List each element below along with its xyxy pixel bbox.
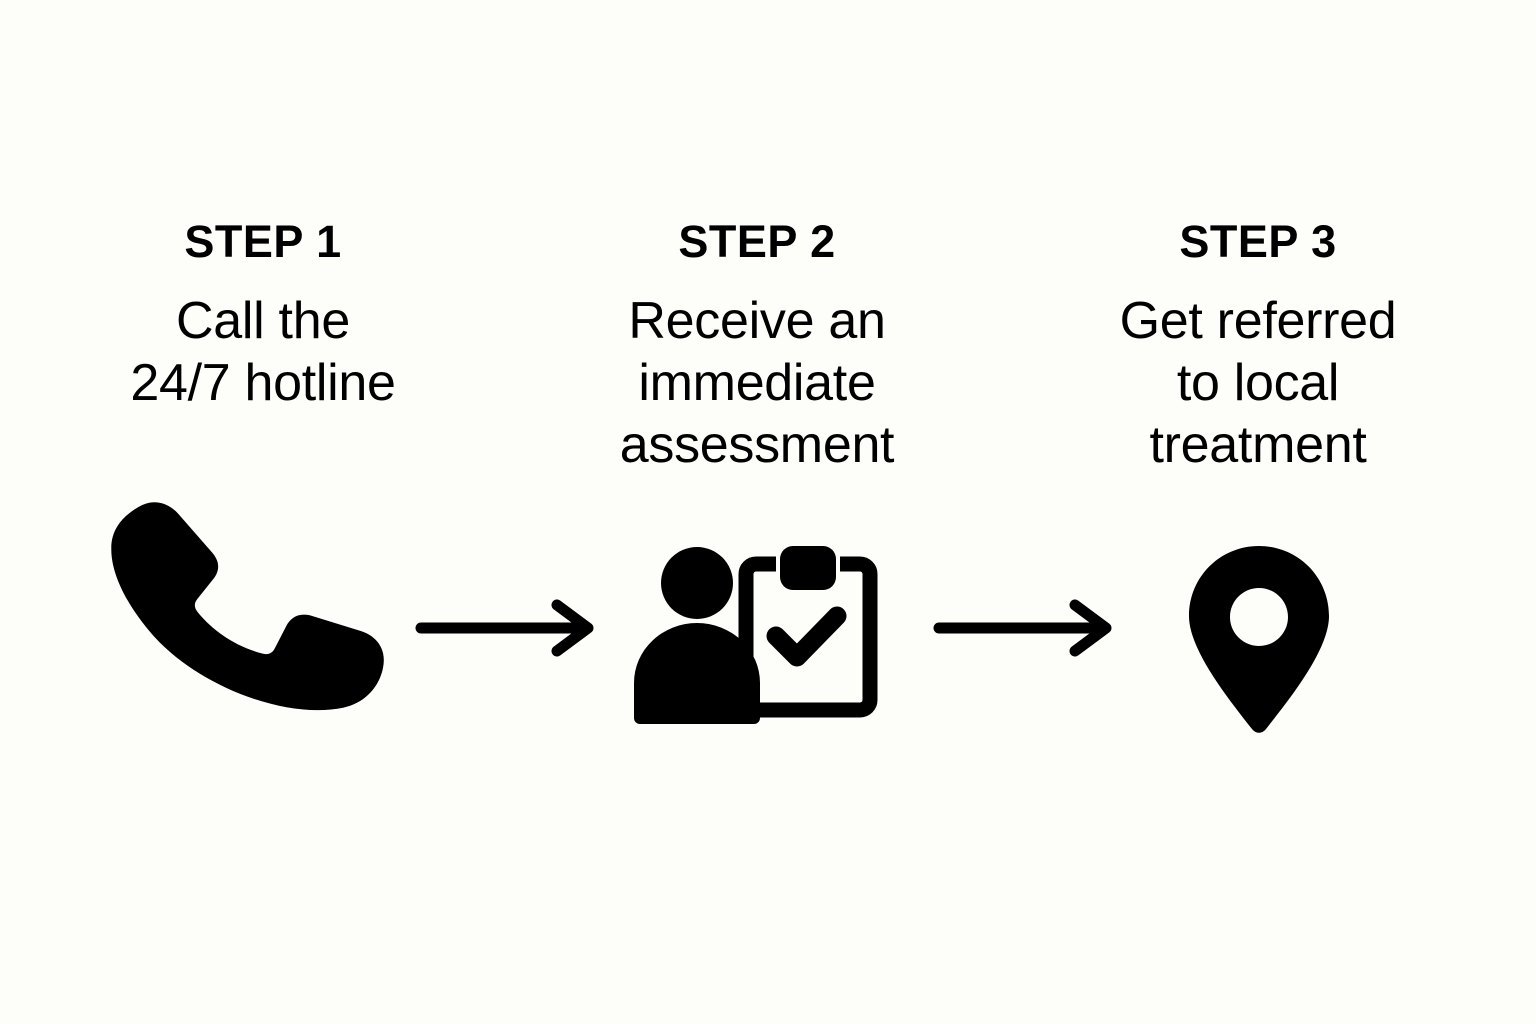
step-3-description-line-2: to local (1176, 354, 1340, 412)
person-clipboard-check-icon (624, 540, 886, 726)
step-column-2: STEP 2 Receive an immediate assessment (547, 216, 967, 476)
map-pin-icon (1186, 544, 1332, 736)
step-2-heading: STEP 2 (678, 216, 836, 267)
step-2-description-line-2: immediate (638, 354, 876, 412)
step-3-heading: STEP 3 (1179, 216, 1337, 267)
step-2-description: Receive an immediate assessment (547, 268, 967, 476)
step-1-description-line-1: Call the (176, 292, 350, 350)
arrow-right-icon-1 (415, 598, 596, 658)
step-1-description-line-2: 24/7 hotline (130, 354, 396, 412)
step-column-1: STEP 1 Call the 24/7 hotline (53, 216, 473, 414)
phone-icon (111, 502, 384, 736)
step-1-heading: STEP 1 (184, 216, 342, 267)
arrow-right-icon-2 (933, 598, 1114, 658)
step-3-description: Get referred to local treatment (1048, 268, 1468, 476)
step-2-description-line-1: Receive an (628, 292, 886, 350)
step-3-description-line-3: treatment (1149, 416, 1367, 474)
step-column-3: STEP 3 Get referred to local treatment (1048, 216, 1468, 476)
step-2-description-line-3: assessment (619, 416, 895, 474)
step-1-description: Call the 24/7 hotline (53, 268, 473, 414)
step-3-description-line-1: Get referred (1119, 292, 1397, 350)
